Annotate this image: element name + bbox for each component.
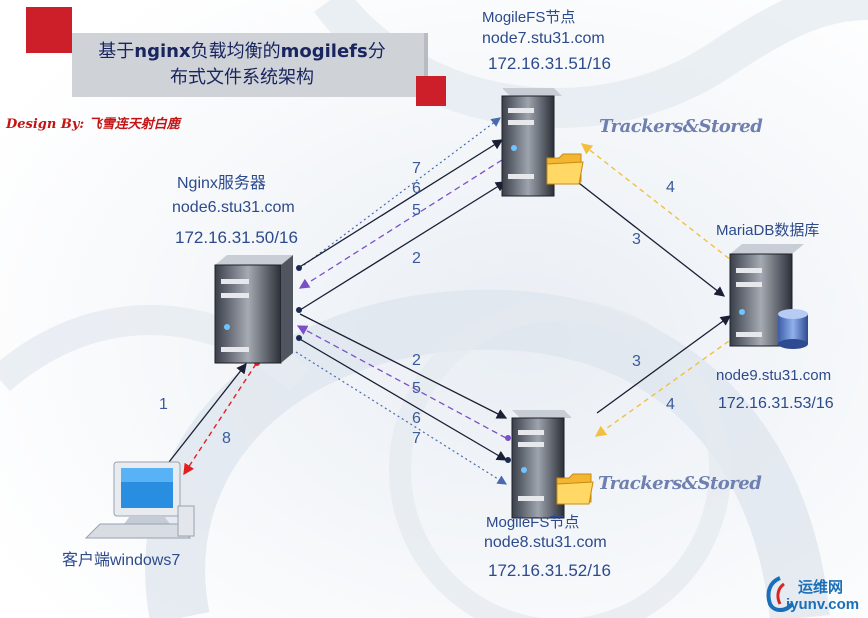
edge-label-top-2: 2 [412, 250, 421, 267]
title-middle: 负载均衡的 [190, 41, 281, 62]
computer-icon-client [84, 461, 195, 539]
mogile-bottom-host: node8.stu31.com [484, 534, 607, 551]
edge-label-bottom-5: 5 [412, 380, 421, 397]
server-icon-nginx [214, 255, 293, 364]
edge-bottom-6 [297, 337, 508, 461]
edge-label-db-bottom-3: 3 [632, 353, 641, 370]
mogile-bottom-name: MogileFS节点 [486, 514, 580, 531]
server-icon-mogilefs-bottom [511, 410, 572, 519]
mogile-bottom-ip: 172.16.31.52/16 [488, 561, 611, 580]
edge-top-2 [299, 181, 507, 311]
watermark-cn: 运维网 [798, 579, 844, 596]
server-icon-mogilefs-top [501, 88, 562, 197]
nginx-name: Nginx服务器 [177, 175, 266, 192]
mogile-top-host: node7.stu31.com [482, 30, 605, 47]
title-accent-square [26, 7, 72, 53]
edge-db-bottom-4 [594, 335, 737, 437]
edge-db-top-3 [574, 179, 726, 297]
edge-label-top-7: 7 [412, 160, 421, 177]
edge-db-top-4 [580, 143, 737, 265]
title-box: 基于nginx负载均衡的mogilefs分 布式文件系统架构 [72, 33, 428, 97]
mariadb-name: MariaDB数据库 [716, 222, 820, 239]
mariadb-host: node9.stu31.com [716, 367, 832, 384]
edge-label-db-top-4: 4 [666, 179, 675, 196]
client-name: 客户端windows7 [62, 552, 181, 569]
edge-db-bottom-3 [596, 315, 732, 414]
mogile-top-ip: 172.16.31.51/16 [488, 54, 611, 73]
edge-label-client-1: 1 [159, 396, 168, 413]
edge-client-1 [157, 362, 247, 477]
edge-label-top-5: 5 [412, 202, 421, 219]
title-line2: 布式文件系统架构 [170, 67, 314, 88]
mogile-top-name: MogileFS节点 [482, 9, 576, 26]
mogile-top-role: Trackers&Stored [599, 116, 763, 137]
edge-label-db-top-3: 3 [632, 231, 641, 248]
edge-top-6 [297, 139, 504, 269]
edge-label-bottom-6: 6 [412, 410, 421, 427]
title-nginx: nginx [134, 41, 191, 62]
mariadb-ip: 172.16.31.53/16 [718, 395, 834, 412]
nginx-ip: 172.16.31.50/16 [175, 228, 298, 247]
title-suffix: 分 [367, 41, 386, 62]
edge-bottom-7 [295, 351, 508, 485]
folder-icon-top [546, 153, 584, 185]
edge-bottom-5 [296, 325, 507, 439]
edge-client-8 [183, 363, 257, 476]
title-accent-square-small [416, 76, 446, 106]
edge-label-top-6: 6 [412, 180, 421, 197]
edge-label-client-8: 8 [222, 430, 231, 447]
design-by-signature: Design By: 飞雪连天射白鹿 [6, 117, 180, 132]
page-title: 基于nginx负载均衡的mogilefs分 布式文件系统架构 [72, 39, 412, 91]
title-prefix: 基于 [98, 41, 135, 62]
title-mogilefs: mogilefs [280, 41, 368, 62]
folder-icon-bottom [556, 473, 594, 505]
edge-label-db-bottom-4: 4 [666, 396, 675, 413]
edge-top-7 [299, 117, 501, 269]
watermark-logo-icon [766, 576, 794, 612]
edge-label-bottom-7: 7 [412, 430, 421, 447]
edge-label-bottom-2: 2 [412, 352, 421, 369]
edge-top-5 [298, 159, 503, 289]
watermark-url: iyunv.com [786, 596, 860, 613]
nginx-host: node6.stu31.com [172, 199, 295, 216]
edge-bottom-2 [299, 313, 508, 419]
server-icon-mariadb [729, 244, 808, 349]
mogile-bottom-role: Trackers&Stored [598, 473, 762, 494]
